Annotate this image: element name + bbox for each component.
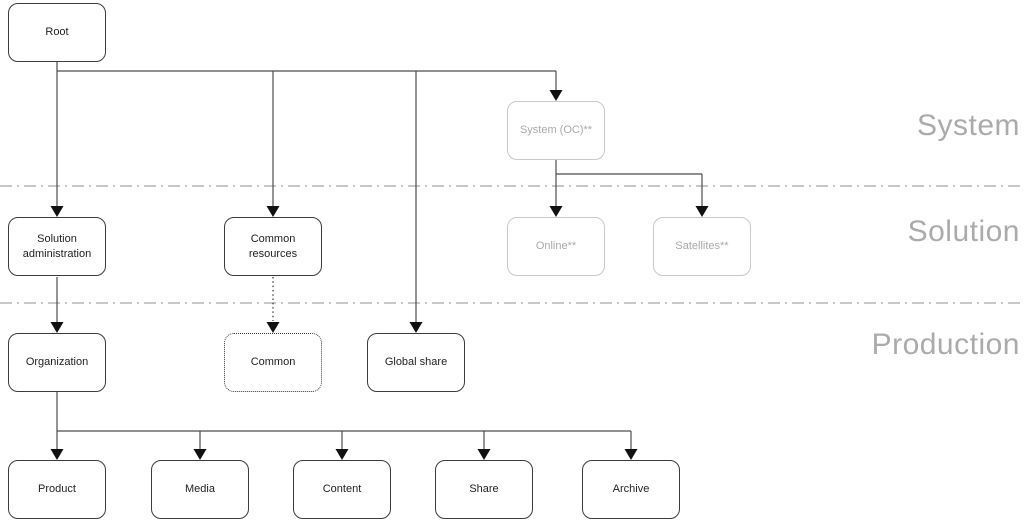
node-common: Common [224,333,322,392]
zone-label-system: System [916,109,1020,142]
node-product: Product [8,460,106,519]
node-media: Media [151,460,249,519]
connectors [56,60,703,449]
zone-dividers [0,185,1024,304]
node-content: Content [293,460,391,519]
node-solution-administration: Solution administration [8,217,106,276]
node-common-resources: Common resources [224,217,322,276]
node-root: Root [8,3,106,62]
node-system-oc: System (OC)** [507,101,605,160]
node-satellites: Satellites** [653,217,751,276]
node-online: Online** [507,217,605,276]
zone-label-solution: Solution [907,215,1020,248]
node-archive: Archive [582,460,680,519]
node-organization: Organization [8,333,106,392]
node-global-share: Global share [367,333,465,392]
arrowheads [50,90,709,460]
zone-label-production: Production [871,328,1020,361]
node-share: Share [435,460,533,519]
